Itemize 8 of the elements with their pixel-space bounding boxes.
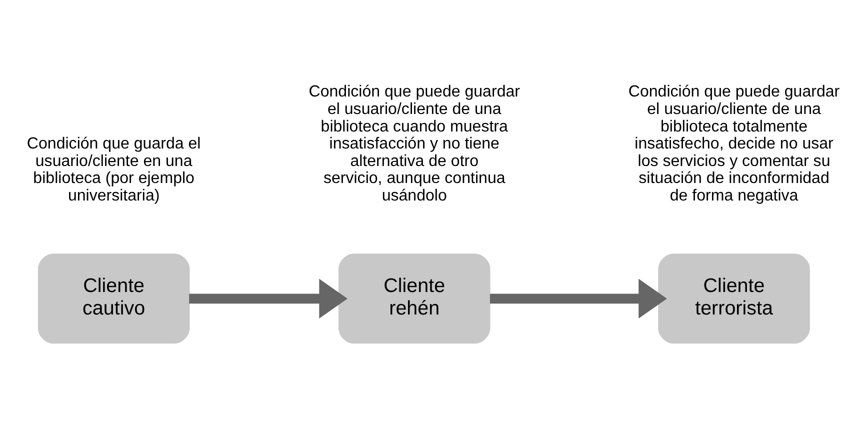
node-label: Condición que guarda el usuario/cliente en una biblioteca (por ejemplo universitaria) <box>26 134 201 204</box>
node-box: Cliente cautivo <box>38 253 190 344</box>
node-label: Condición que puede guardar el usuario/cliente de una biblioteca cuando muestra insatisfacción y no tiene alternativa de otro servicio, aunque continua usándolo <box>308 82 520 204</box>
node-box: Cliente rehén <box>338 253 490 344</box>
node-label: Condición que puede guardar el usuario/cliente de una biblioteca totalmente insatisfecho, decide no usar los servicios y comentar su situación de inconformidad de forma negativa <box>628 82 840 204</box>
arrow <box>490 278 667 318</box>
arrow <box>189 278 348 318</box>
node-box: Cliente terrorista <box>658 253 810 344</box>
